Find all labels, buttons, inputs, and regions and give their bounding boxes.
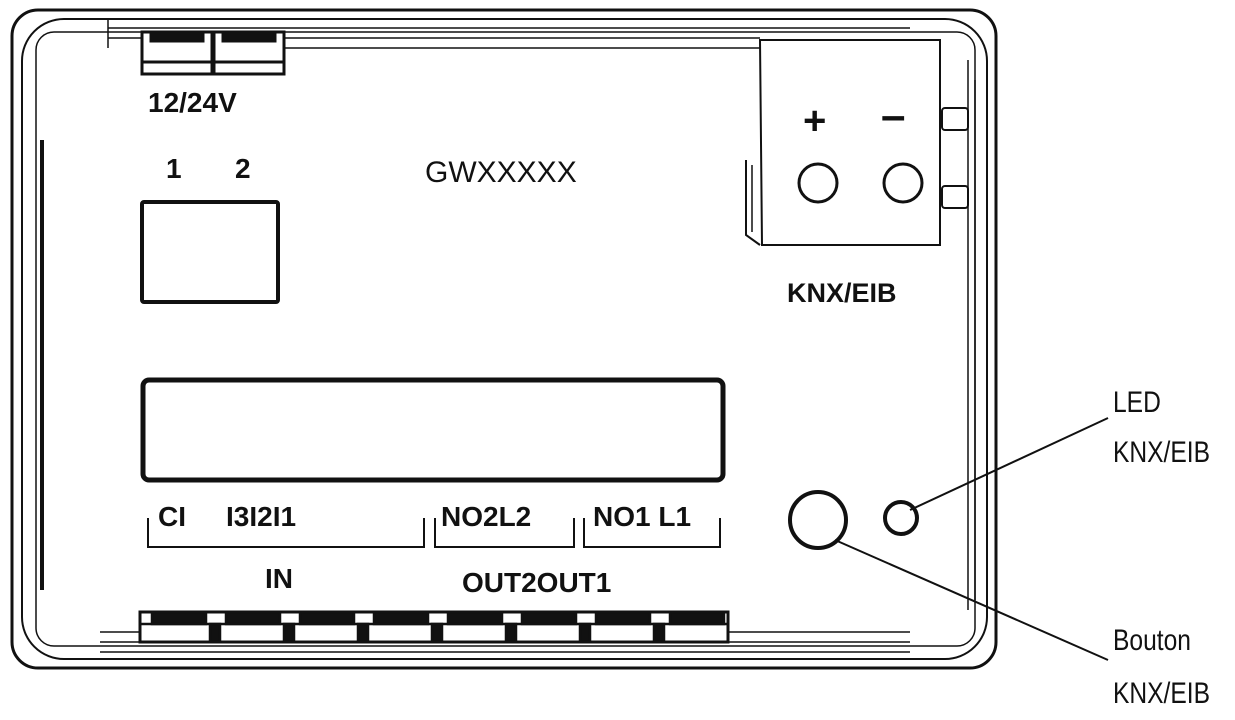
label-window [140,377,726,483]
power-terminal-1-label: 1 [166,153,182,184]
housing-outer [10,8,998,670]
knx-plus-screw [797,162,839,204]
model-label: GWXXXXX [425,156,577,189]
led-callout-line1: LED [1113,385,1161,419]
button-callout-line2: KNX/EIB [1113,676,1210,710]
led-callout-line2: KNX/EIB [1113,435,1210,469]
power-label: 12/24V [148,87,237,118]
out-group-label: OUT2OUT1 [462,567,611,598]
group-brackets [147,518,721,548]
housing-face [35,31,976,647]
inputs-label: I3I2I1 [226,501,296,532]
knx-led [883,500,919,536]
power-terminal-square [140,200,280,304]
knx-connector [745,39,969,246]
led-leader-line [909,417,1109,511]
power-terminal-block [140,30,286,76]
knx-plus-label: + [803,99,826,143]
knx-label: KNX/EIB [787,278,897,308]
io-terminal-block [138,610,730,644]
power-terminal-2-label: 2 [235,153,251,184]
in-group-label: IN [265,563,293,594]
no1l1-label: NO1 L1 [593,501,691,532]
knx-button [788,490,848,550]
knx-minus-screw [882,162,924,204]
knx-minus-label: – [881,91,905,140]
button-callout-line1: Bouton [1113,623,1191,657]
housing-inner [21,18,988,660]
no2l2-label: NO2L2 [441,501,531,532]
button-leader-line [834,539,1109,661]
ci-label: CI [158,501,186,532]
